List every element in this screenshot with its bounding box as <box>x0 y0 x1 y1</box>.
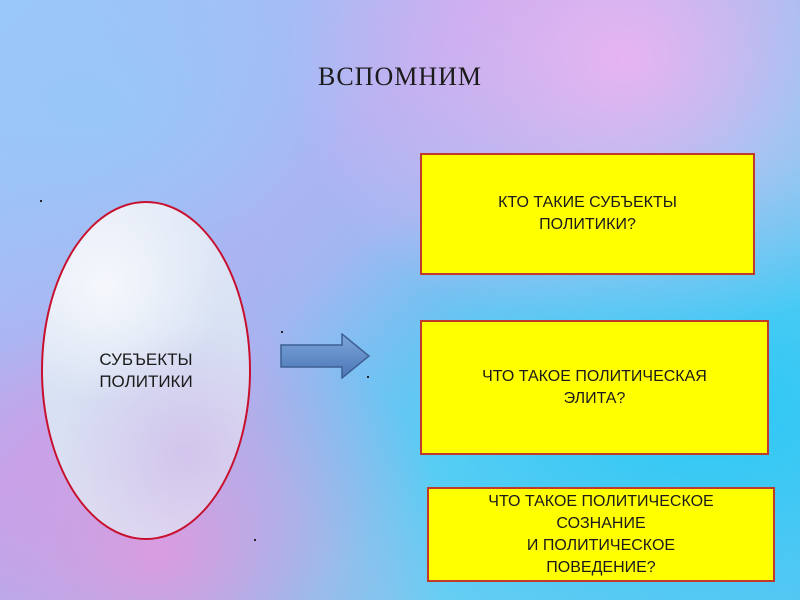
question-text-2: ЧТО ТАКОЕ ПОЛИТИЧЕСКАЯ ЭЛИТА? <box>482 367 707 407</box>
oval-label: СУБЪЕКТЫ ПОЛИТИКИ <box>99 349 193 391</box>
decorative-dot <box>40 200 42 202</box>
question-text-1: КТО ТАКИЕ СУБЪЕКТЫ ПОЛИТИКИ? <box>498 194 677 233</box>
question-box-3: ЧТО ТАКОЕ ПОЛИТИЧЕСКОЕ СОЗНАНИЕ И ПОЛИТИ… <box>427 487 775 582</box>
slide-title: ВСПОМНИМ <box>317 62 483 91</box>
question-box-1: КТО ТАКИЕ СУБЪЕКТЫ ПОЛИТИКИ? <box>420 153 755 275</box>
question-text-3: ЧТО ТАКОЕ ПОЛИТИЧЕСКОЕ СОЗНАНИЕ И ПОЛИТИ… <box>488 492 714 576</box>
question-box-2: ЧТО ТАКОЕ ПОЛИТИЧЕСКАЯ ЭЛИТА? <box>420 320 769 455</box>
decorative-dot <box>281 331 283 333</box>
right-arrow-icon <box>280 333 370 379</box>
decorative-dot <box>367 376 369 378</box>
decorative-dot <box>254 539 256 541</box>
subjects-oval: СУБЪЕКТЫ ПОЛИТИКИ <box>41 201 251 540</box>
